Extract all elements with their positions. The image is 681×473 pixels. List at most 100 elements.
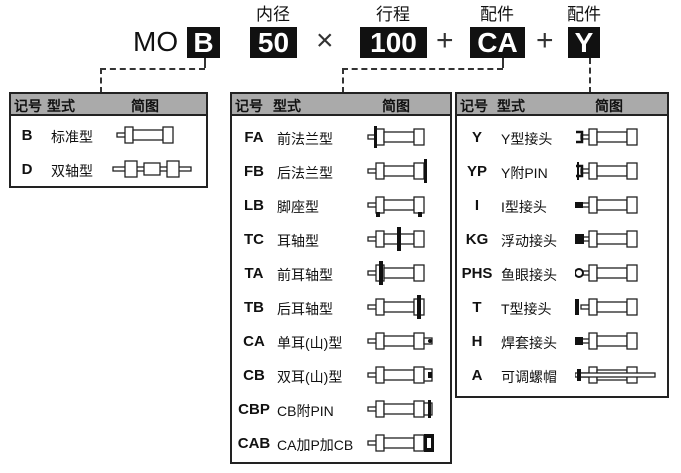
row-type: 鱼眼接头 (501, 267, 557, 283)
row-type: 耳轴型 (277, 233, 319, 249)
table-row: B 标准型 (11, 118, 206, 152)
i-joint-icon (575, 196, 638, 214)
connector (100, 68, 102, 93)
row-type: 后法兰型 (277, 165, 333, 181)
row-code: YP (466, 163, 487, 180)
double-clevis-icon (367, 366, 433, 384)
row-code: T (472, 299, 482, 316)
code-accessory-1: CA (470, 27, 525, 58)
float-joint-icon (575, 230, 638, 248)
row-code: FB (244, 163, 264, 180)
rear-flange-icon (367, 159, 427, 183)
connector (100, 68, 205, 70)
row-code: LB (244, 197, 264, 214)
front-trunnion-icon (367, 261, 425, 285)
table-row: FA 前法兰型 (232, 120, 450, 154)
table-row: PHS 鱼眼接头 (457, 256, 667, 290)
standard-icon (116, 126, 174, 144)
clevis-pin-icon (367, 400, 433, 418)
row-type: Y附PIN (501, 165, 548, 181)
connector (204, 58, 206, 68)
header-code: 记号 (14, 98, 42, 114)
row-type: I型接头 (501, 199, 547, 215)
table-header: 记号型式简图 (232, 94, 450, 116)
row-code: Y (471, 129, 482, 146)
label-stroke: 行程 (376, 5, 410, 24)
y-joint-icon (576, 128, 638, 146)
rod-eye-icon (575, 264, 638, 282)
row-type: Y型接头 (501, 131, 553, 147)
table-header: 记号型式 简图 (457, 94, 667, 116)
row-type: CB附PIN (277, 403, 334, 419)
header-code: 记号 (460, 98, 488, 114)
plus-sign: + (536, 24, 554, 57)
front-flange-icon (367, 126, 425, 148)
table-row: LB 脚座型 (232, 188, 450, 222)
table-row: CAB CA加P加CB (232, 426, 450, 460)
mid-trunnion-icon (367, 227, 425, 251)
plus-sign: + (436, 24, 454, 57)
row-type: 可调螺帽 (501, 369, 557, 385)
row-type: T型接头 (501, 301, 552, 317)
row-type: 前耳轴型 (277, 267, 333, 283)
clevis-combo-icon (367, 434, 434, 452)
row-code: FA (244, 129, 264, 146)
row-code: TA (244, 265, 264, 282)
row-code: CA (243, 333, 265, 350)
connector (342, 68, 503, 70)
row-type: 前法兰型 (277, 131, 333, 147)
row-code: TB (244, 299, 264, 316)
row-type: 后耳轴型 (277, 301, 333, 317)
foot-icon (367, 196, 425, 217)
row-type: CA加P加CB (277, 437, 354, 453)
row-code: KG (465, 231, 489, 248)
double-icon (112, 160, 192, 178)
row-code: A (471, 367, 483, 384)
connector (502, 58, 504, 68)
code-mount: B (187, 27, 220, 58)
code-stroke: 100 (360, 27, 427, 58)
table-header: 记号型式 简图 (11, 94, 206, 116)
mount-type-table: 记号型式 简图 B 标准型 D 双轴型 (9, 92, 208, 188)
row-type: 浮动接头 (501, 233, 557, 249)
single-clevis-icon (367, 332, 433, 350)
header-diagram: 简图 (382, 98, 410, 114)
code-accessory-2: Y (568, 27, 600, 58)
row-type: 焊套接头 (501, 335, 557, 351)
row-type: 单耳(山)型 (277, 335, 343, 351)
row-type: 双轴型 (51, 163, 93, 179)
table-row: FB 后法兰型 (232, 154, 450, 188)
row-code: PHS (461, 265, 493, 282)
row-code: CBP (238, 401, 270, 418)
row-type: 标准型 (51, 129, 93, 145)
table-row: YP Y附PIN (457, 154, 667, 188)
connector (589, 58, 591, 93)
label-bore: 内径 (256, 5, 290, 24)
row-code: D (21, 161, 33, 178)
row-code: CAB (237, 435, 271, 452)
row-code: CB (243, 367, 265, 384)
table-row: T T型接头 (457, 290, 667, 324)
table-row: D 双轴型 (11, 152, 206, 186)
table-row: KG 浮动接头 (457, 222, 667, 256)
header-diagram: 简图 (131, 98, 159, 114)
table-row: TA 前耳轴型 (232, 256, 450, 290)
table-row: Y Y型接头 (457, 120, 667, 154)
row-type: 双耳(山)型 (277, 369, 343, 385)
connector (342, 68, 344, 93)
row-type: 脚座型 (277, 199, 319, 215)
row-code: I (474, 197, 480, 214)
header-type: 型式 (497, 98, 525, 114)
code-bore: 50 (250, 27, 297, 58)
row-code: B (21, 127, 33, 144)
t-joint-icon (575, 298, 638, 316)
header-diagram: 简图 (595, 98, 623, 114)
accessory-table: 记号型式 简图 Y Y型接头 YP Y附PIN I I型接头 KG 浮动接头 PHS 鱼眼接头 T T型接… (455, 92, 669, 398)
table-row: CB 双耳(山)型 (232, 358, 450, 392)
header-type: 型式 (47, 98, 75, 114)
weld-joint-icon (575, 332, 638, 350)
model-prefix: MO (133, 26, 179, 57)
header-type: 型式 (273, 98, 301, 114)
